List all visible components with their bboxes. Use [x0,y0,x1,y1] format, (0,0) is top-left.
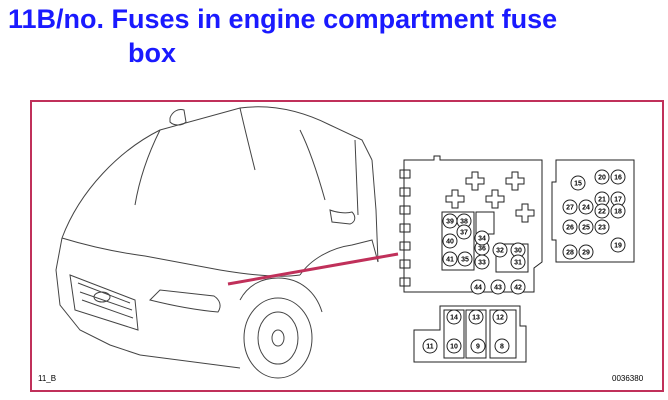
fuse-8-circle [494,338,510,354]
fuse-24-label: 24 [582,205,590,212]
figure-code-left: 11_B [38,374,57,383]
fuse-15-label: 15 [574,181,582,188]
fuse-8-label: 8 [500,344,504,351]
fuse-18-label: 18 [614,209,622,216]
fuse-40-label: 40 [446,239,454,246]
fuse-35-label: 35 [461,257,469,264]
fuse-34-label: 34 [478,236,486,243]
fuse-44-circle [470,279,486,295]
diagram-frame [30,100,664,392]
page-title: 11B/no. Fuses in engine compartment fuse… [8,2,658,70]
fuse-20-label: 20 [598,175,606,182]
fuse-10-circle [446,338,462,354]
fuse-36-label: 36 [478,246,486,253]
fuse-31-label: 31 [514,260,522,267]
fuse-43-label: 43 [494,285,502,292]
fuse-22-circle [594,203,610,219]
fuse-19-label: 19 [614,243,622,250]
fuse-31-circle [510,254,526,270]
fuse-16-circle [610,169,626,185]
title-line-1: 11B/no. Fuses in engine compartment fuse [8,4,558,34]
main-fuse-box [399,155,543,293]
fuse-24-circle [578,199,594,215]
fuse-23-label: 23 [598,225,606,232]
fuse-22-label: 22 [598,209,606,216]
fuse-27-circle [562,199,578,215]
fuse-26-label: 26 [566,225,574,232]
fuse-25-label: 25 [582,225,590,232]
fuse-35-circle [457,251,473,267]
fuse-28-circle [562,244,578,260]
right-fuse-box [551,159,635,263]
fuse-43-circle [490,279,506,295]
fuse-41-circle [442,251,458,267]
title-line-2: box [128,38,177,68]
fuse-38-label: 38 [460,219,468,226]
fuse-14-label: 14 [450,315,458,322]
fuse-37-label: 37 [460,230,468,237]
fuse-18-circle [610,203,626,219]
figure-code-right: 0036380 [612,374,644,383]
fuse-28-label: 28 [566,250,574,257]
fuse-32-label: 32 [496,248,504,255]
fuse-34-circle [474,230,490,246]
fuse-19-circle [610,237,626,253]
fuse-26-circle [562,219,578,235]
fuse-13-circle [468,309,484,325]
fuse-21-label: 21 [598,197,606,204]
fuse-42-circle [510,279,526,295]
fuse-10-label: 10 [450,344,458,351]
fuse-33-label: 33 [478,260,486,267]
fuse-37-circle [456,224,472,240]
fuse-20-circle [594,169,610,185]
fuse-30-label: 30 [514,248,522,255]
fuse-44-label: 44 [474,285,482,292]
fuse-32-circle [492,242,508,258]
fuse-23-circle [594,219,610,235]
fuse-33-circle [474,254,490,270]
fuse-9-circle [470,338,486,354]
fuse-17-label: 17 [614,197,622,204]
fuse-13-label: 13 [472,315,480,322]
pointer-line [227,252,399,286]
fuse-41-label: 41 [446,257,454,264]
fuse-29-circle [578,244,594,260]
fuse-42-label: 42 [514,285,522,292]
fuse-29-label: 29 [582,250,590,257]
fuse-circles: 39 38 37 40 36 34 41 35 33 32 30 31 44 43 42 15 20 16 21 17… [422,169,626,354]
fuse-9-label: 9 [476,344,480,351]
fuse-12-label: 12 [496,315,504,322]
fuse-25-circle [578,219,594,235]
fuse-12-circle [492,309,508,325]
fuse-14-circle [446,309,462,325]
fuse-15-circle [570,175,586,191]
fuse-16-label: 16 [614,175,622,182]
car-illustration [55,106,379,379]
fuse-11-label: 11 [426,344,434,351]
fuse-39-label: 39 [446,219,454,226]
fuse-27-label: 27 [566,205,574,212]
fuse-11-circle [422,338,438,354]
fuse-40-circle [442,233,458,249]
